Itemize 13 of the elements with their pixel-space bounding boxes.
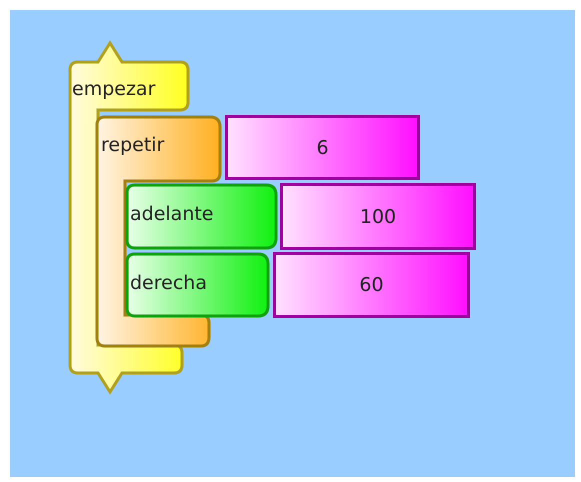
number-value: 60 [359, 274, 384, 296]
command-block [125, 252, 270, 318]
command-block [125, 183, 278, 250]
number-value: 100 [360, 206, 396, 228]
repeat-block [95, 115, 222, 348]
number-block [225, 115, 420, 180]
block-label: repetir [101, 134, 164, 156]
number-block [280, 183, 476, 250]
block-label: empezar [72, 78, 156, 100]
block-label: derecha [130, 272, 207, 294]
number-value: 6 [316, 136, 329, 158]
number-block [273, 252, 470, 318]
block-label: adelante [130, 203, 214, 225]
